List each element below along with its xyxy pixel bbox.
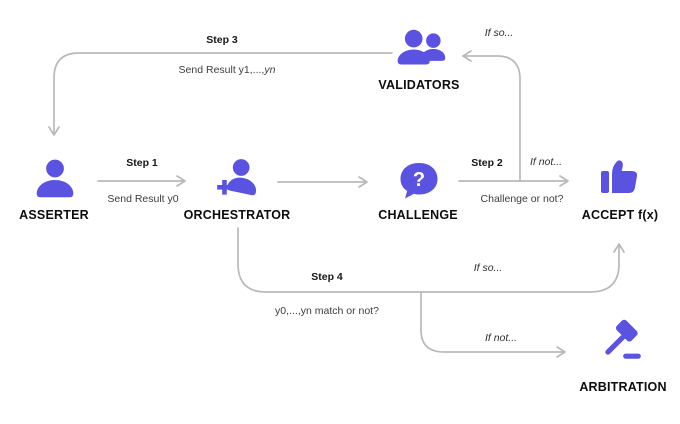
- asserter-node-label: ASSERTER: [19, 208, 89, 222]
- edge-step3-arrowhead: [48, 126, 60, 136]
- step3-sublabel-prefix: Send Result y1,...,: [178, 64, 265, 76]
- question-bubble-icon: ?: [397, 160, 441, 204]
- if-not-condition-right: If not...: [529, 156, 563, 168]
- question-glyph: ?: [413, 169, 425, 191]
- edge-to-arbitration-arrowhead: [556, 346, 566, 358]
- validators-node-label: VALIDATORS: [378, 78, 460, 92]
- person-icon: [32, 157, 78, 203]
- person-add-icon: [213, 157, 261, 203]
- step4-sublabel: y0,...,yn match or not?: [275, 305, 379, 317]
- edge-step1-arrowhead: [176, 175, 186, 187]
- edge-to-arbitration-line: [420, 291, 565, 353]
- step1-sublabel: Send Result y0: [107, 193, 179, 205]
- edge-step2-arrowhead: [559, 175, 569, 187]
- step2-sublabel: Challenge or not?: [480, 193, 564, 205]
- step3-sublabel-italic: yn: [264, 64, 276, 76]
- step4-label: Step 4: [311, 271, 343, 283]
- if-not-condition-bottom: If not...: [484, 332, 518, 344]
- gavel-icon: [596, 317, 644, 363]
- step3-label: Step 3: [206, 34, 238, 46]
- if-so-condition-top: If so...: [484, 27, 514, 39]
- accept-node-label: ACCEPT f(x): [581, 208, 659, 222]
- step1-label: Step 1: [126, 157, 158, 169]
- arbitration-node-label: ARBITRATION: [579, 380, 667, 394]
- step2-label: Step 2: [471, 157, 503, 169]
- people-icon: [394, 27, 452, 73]
- edge-to-validators-arrowhead: [462, 50, 472, 62]
- edge-step4-line: [237, 227, 620, 293]
- edge-to-validators-line: [464, 55, 521, 182]
- edge-orchestrator-challenge-arrowhead: [358, 176, 368, 188]
- step3-sublabel: Send Result y1,...,yn: [179, 64, 276, 76]
- thumbs-up-icon: [598, 155, 642, 199]
- if-so-condition-bottom: If so...: [473, 262, 503, 274]
- challenge-node-label: CHALLENGE: [378, 208, 458, 222]
- edge-step4-accept-arrowhead: [613, 243, 625, 253]
- edge-step3-line: [53, 52, 393, 135]
- orchestrator-node-label: ORCHESTRATOR: [183, 208, 291, 222]
